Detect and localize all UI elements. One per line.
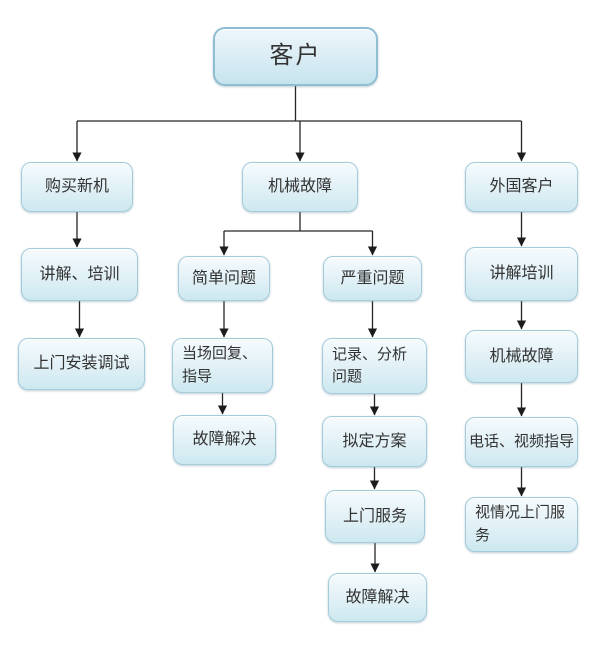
node-foreign-customer: 外国客户 — [465, 162, 578, 212]
node-onsite-install-debug: 上门安装调试 — [18, 338, 145, 390]
node-customer: 客户 — [213, 27, 378, 86]
node-simple-problem: 简单问题 — [178, 256, 270, 301]
node-mechanical-failure-foreign: 机械故障 — [465, 330, 578, 383]
node-explain-training-foreign: 讲解培训 — [465, 247, 578, 301]
node-explain-training: 讲解、培训 — [21, 248, 138, 301]
node-onsite-service: 上门服务 — [325, 490, 425, 543]
node-buy-new-machine: 购买新机 — [21, 162, 133, 212]
node-draft-plan: 拟定方案 — [322, 416, 427, 467]
node-fault-resolved-serious: 故障解决 — [328, 573, 427, 622]
node-fault-resolved-simple: 故障解决 — [173, 415, 276, 465]
node-phone-video-guide: 电话、视频指导 — [465, 417, 578, 467]
node-record-analyze-problem: 记录、分析问题 — [322, 338, 427, 394]
node-mechanical-failure: 机械故障 — [242, 162, 358, 212]
node-onsite-as-needed: 视情况上门服务 — [465, 497, 578, 552]
node-onsite-reply-guide: 当场回复、指导 — [172, 338, 273, 393]
node-serious-problem: 严重问题 — [323, 256, 422, 301]
